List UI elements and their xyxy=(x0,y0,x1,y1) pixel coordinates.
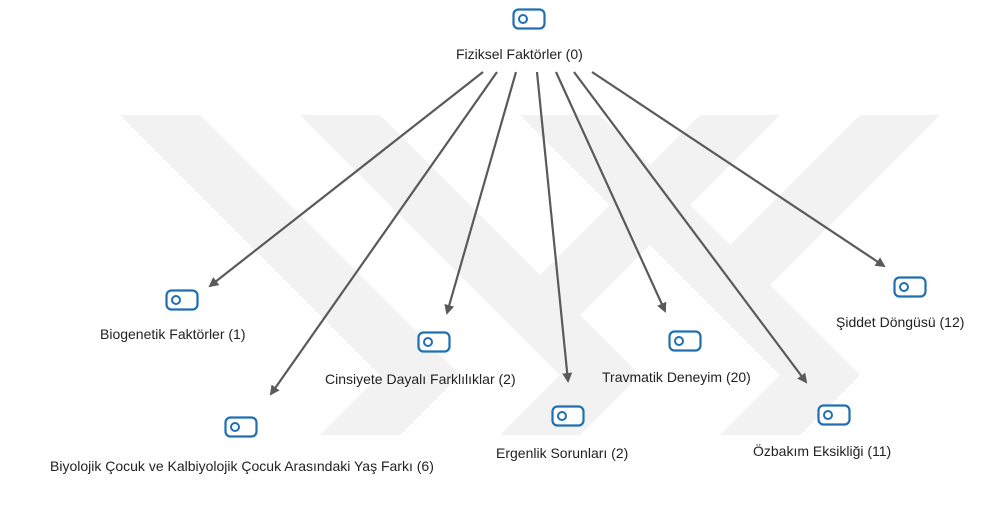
code-node-icon[interactable] xyxy=(893,276,927,298)
edge-siddet xyxy=(591,71,886,268)
code-node-icon[interactable] xyxy=(668,330,702,352)
connectors xyxy=(208,71,886,396)
node-label-cinsiyete[interactable]: Cinsiyete Dayalı Farklılıklar (2) xyxy=(325,371,516,387)
code-node-icon[interactable] xyxy=(224,416,258,438)
code-node-icon[interactable] xyxy=(817,404,851,426)
node-label-travmatik[interactable]: Travmatik Deneyim (20) xyxy=(602,369,751,385)
root-node-label[interactable]: Fiziksel Faktörler (0) xyxy=(456,46,583,62)
node-label-ergenlik[interactable]: Ergenlik Sorunları (2) xyxy=(496,445,629,461)
node-label-biyolojik[interactable]: Biyolojik Çocuk ve Kalbiyolojik Çocuk Ar… xyxy=(50,458,434,474)
edge-travmatik xyxy=(554,71,667,313)
edge-ergenlik xyxy=(535,71,573,383)
code-node-icon[interactable] xyxy=(551,405,585,427)
code-node-icon[interactable] xyxy=(417,331,451,353)
node-label-biogenetik[interactable]: Biogenetik Faktörler (1) xyxy=(100,326,246,342)
edge-ozbakim xyxy=(573,71,808,384)
edge-biogenetik xyxy=(208,71,484,288)
edge-cinsiyete xyxy=(444,71,518,315)
watermark xyxy=(120,115,940,435)
code-node-icon[interactable] xyxy=(165,289,199,311)
edge-biyolojik xyxy=(269,71,498,396)
code-node-icon[interactable] xyxy=(512,8,546,30)
node-label-siddet[interactable]: Şiddet Döngüsü (12) xyxy=(836,314,965,330)
node-label-ozbakim[interactable]: Özbakım Eksikliği (11) xyxy=(753,443,892,459)
